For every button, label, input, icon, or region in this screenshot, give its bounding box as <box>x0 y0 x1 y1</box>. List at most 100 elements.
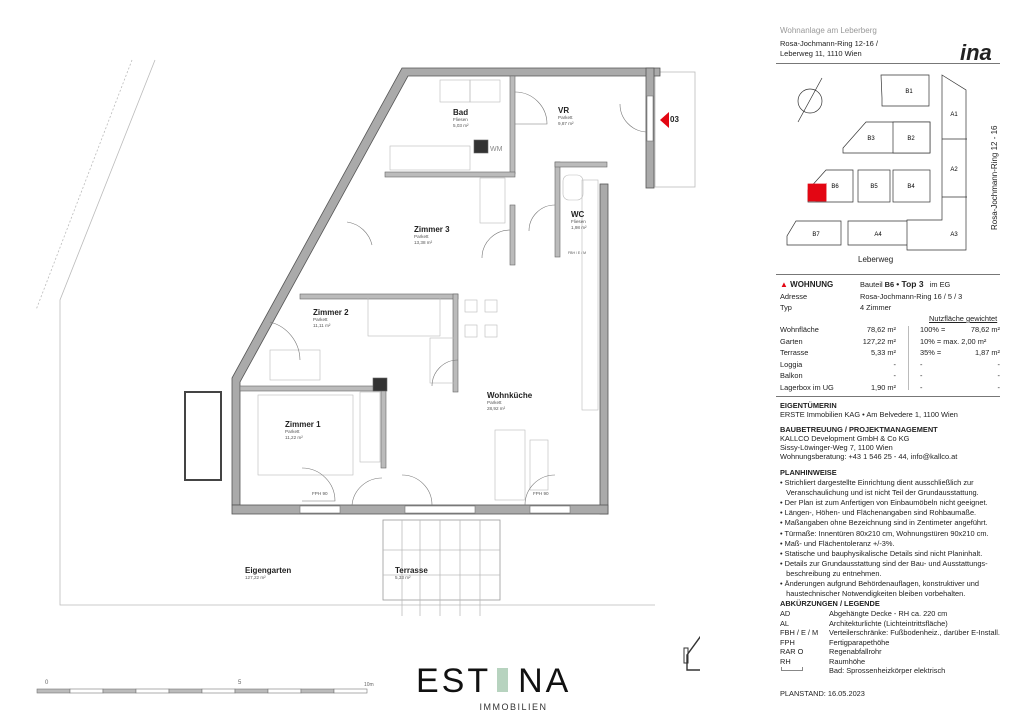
room-wc: WC Fliesen 1,98 m² <box>571 210 587 231</box>
area-label: Terrasse <box>780 348 809 357</box>
area-value: - <box>893 359 896 369</box>
room-name: Terrasse <box>395 566 428 575</box>
note-line: • Änderungen aufgrund Behördenauflagen, … <box>780 579 979 588</box>
site-block-label: B5 <box>870 184 878 190</box>
note-line: Veranschaulichung und ist nicht Teil der… <box>780 488 979 498</box>
room-wohnkueche: Wohnküche Parkett 28,92 m² <box>487 391 532 412</box>
legend-text: Raumhöhe <box>829 656 866 666</box>
room-area: 13,38 m² <box>414 240 433 245</box>
legend-text: Fertigparapethöhe <box>829 637 890 647</box>
weighted-value: 78,62 m² <box>970 325 1000 334</box>
room-vr: VR Parkett 9,87 m² <box>558 106 574 127</box>
site-block-label: B3 <box>867 136 875 142</box>
room-area: 28,92 m² <box>487 406 506 411</box>
area-value: 127,22 m² <box>862 336 896 346</box>
note-line: • Details zur Grundausstattung sind der … <box>780 558 988 568</box>
legend-title: ABKÜRZUNGEN / LEGENDE <box>780 599 880 608</box>
area-label: Lagerbox im UG <box>780 382 834 392</box>
top-value: • Top 3 <box>896 279 924 289</box>
room-floor: Fliesen <box>571 219 586 224</box>
fph-label: FPH 90 <box>533 491 549 496</box>
area-value: 5,33 m² <box>870 348 896 357</box>
bauteil-value: B6 <box>884 280 895 289</box>
weighted-percent: - <box>920 359 923 369</box>
note-line: beschreibung zu entnehmen. <box>780 568 882 578</box>
site-block-label: A4 <box>874 232 882 238</box>
legend-abbr: FBH / E / M <box>780 628 819 637</box>
note-line: • Türmaße: Innentüren 80x210 cm, Wohnung… <box>780 528 989 538</box>
legend-text: Verteilerschränke: Fußbodenheiz., darübe… <box>829 628 1000 637</box>
legend-abbr: AD <box>780 609 791 618</box>
room-floor: Parkett <box>414 234 429 239</box>
room-area: 127,22 m² <box>245 575 266 580</box>
apartment-title: WOHNUNG <box>790 280 834 289</box>
legend-abbr: FPH <box>780 637 795 647</box>
weighted-percent: 10% = max. 2,00 m² <box>920 336 987 346</box>
note-line: haustechnischer Notwendigkeiten bleiben … <box>780 589 966 599</box>
owner-title: EIGENTÜMERIN <box>780 401 837 410</box>
logo-subtitle: IMMOBILIEN <box>479 702 548 712</box>
site-plan: B1 B2 B3 B4 B5 B6 B7 A1 A2 A3 A4 <box>786 74 967 251</box>
radiator-icon <box>781 667 803 671</box>
room-floor: Fliesen <box>453 117 468 122</box>
area-label: Balkon <box>780 371 803 380</box>
fbh-label: FBH / E / M <box>568 251 587 255</box>
room-name: Eigengarten <box>245 566 292 575</box>
entrance-arrow-icon <box>660 112 669 128</box>
weighted-value: - <box>997 382 1000 392</box>
room-name: Zimmer 2 <box>313 308 349 317</box>
site-block-label: B4 <box>907 184 915 190</box>
apartment-heading: ▲ WOHNUNG <box>780 280 833 289</box>
project-address-1: Rosa-Jochmann-Ring 12-16 / <box>780 39 878 48</box>
weighted-percent: 35% = <box>920 348 942 357</box>
room-area: 11,11 m² <box>313 323 331 328</box>
site-block-label: B7 <box>812 232 820 238</box>
room-floor: Parkett <box>313 317 328 322</box>
divider <box>776 274 1000 275</box>
divider <box>908 326 909 390</box>
site-block-label: A2 <box>950 167 958 173</box>
key-plan <box>683 635 700 671</box>
address-value: Rosa-Jochmann-Ring 16 / 5 / 3 <box>860 292 963 301</box>
owner-text: ERSTE Immobilien KAG • Am Belvedere 1, 1… <box>780 410 958 419</box>
area-label: Loggia <box>780 359 803 369</box>
room-zimmer-1: Zimmer 1 Parkett 11,22 m² <box>285 420 321 441</box>
room-name: Wohnküche <box>487 391 533 400</box>
note-line: • Maßangaben ohne Bezeichnung sind in Ze… <box>780 518 988 528</box>
site-block-label: A1 <box>950 112 958 118</box>
management-line: Sissy-Löwinger-Weg 7, 1100 Wien <box>780 443 893 452</box>
scale-label-5: 5 <box>238 680 242 686</box>
scale-label-10: 10m <box>364 682 374 688</box>
room-area: 5,03 m² <box>453 123 469 128</box>
room-zimmer-2: Zimmer 2 Parkett 11,11 m² <box>313 308 349 329</box>
notes-title: PLANHINWEISE <box>780 468 837 477</box>
site-block-label: B2 <box>907 136 915 142</box>
legend-abbr: AL <box>780 618 790 628</box>
divider <box>776 63 1000 64</box>
floor-value: im EG <box>929 280 951 289</box>
note-line: • Längen-, Höhen- und Flächenangaben sin… <box>780 508 977 518</box>
management-title: BAUBETREUUNG / PROJEKTMANAGEMENT <box>780 425 938 434</box>
weighted-value: 1,87 m² <box>974 348 1000 357</box>
weighted-percent: 100% = <box>920 325 946 334</box>
legend-text: Regenabfallrohr <box>829 647 882 656</box>
fph-label: FPH 90 <box>312 491 328 496</box>
wm-label: WM <box>490 146 503 153</box>
scale-label-0: 0 <box>45 680 49 686</box>
site-block-label: B1 <box>905 89 913 95</box>
room-area: 1,98 m² <box>571 225 587 230</box>
logo-text-right: NA <box>518 662 572 700</box>
room-zimmer-3: Zimmer 3 Parkett 13,38 m² <box>414 225 450 246</box>
room-terrasse: Terrasse 5,33 m² <box>395 566 428 581</box>
area-label: Garten <box>780 336 803 346</box>
room-area: 5,33 m² <box>395 575 411 580</box>
room-area: 9,87 m² <box>558 121 574 126</box>
street-label-right: Rosa-Jochmann-Ring 12 - 16 <box>990 125 999 231</box>
address-label: Adresse <box>780 292 808 301</box>
legend-text: Bad: Sprossenheizkörper elektrisch <box>829 666 946 675</box>
ina-logo: ina <box>960 40 992 65</box>
floor-plan <box>35 59 700 694</box>
room-name: Zimmer 1 <box>285 420 321 429</box>
legend-text: Architekturlichte (Lichteintrittsfläche) <box>829 618 948 628</box>
